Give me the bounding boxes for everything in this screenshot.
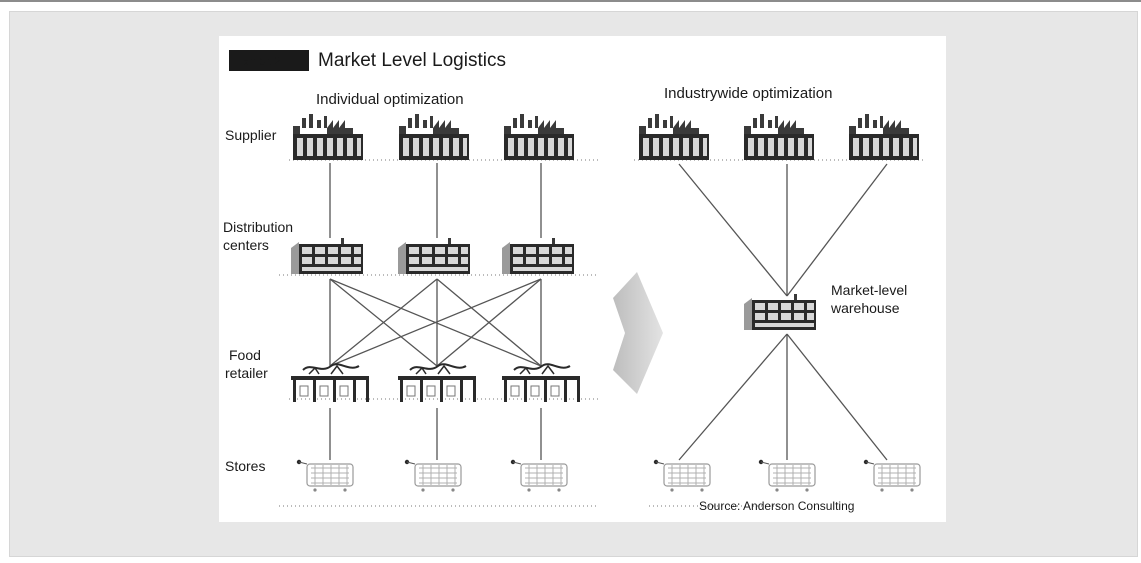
shopping-cart-icon [510, 459, 568, 493]
factory-icon [293, 114, 363, 160]
source-note: Source: Anderson Consulting [699, 499, 854, 513]
row-label-food: Food [229, 347, 261, 363]
exhibit-panel: Exhibit 2 Market Level Logistics Individ… [219, 36, 946, 522]
retail-store-icon [397, 363, 477, 403]
row-label-centers: centers [223, 237, 269, 253]
diagram-title: Market Level Logistics [318, 50, 506, 71]
exhibit-badge [229, 50, 309, 71]
distribution-center-icon [502, 238, 574, 274]
left-heading: Individual optimization [316, 91, 464, 108]
top-divider [0, 0, 1141, 2]
retail-store-icon [290, 363, 370, 403]
shopping-cart-icon [653, 459, 711, 493]
factory-icon [639, 114, 709, 160]
distribution-center-icon [291, 238, 363, 274]
warehouse-label-line2: warehouse [830, 300, 900, 316]
shopping-cart-icon [404, 459, 462, 493]
right-heading: Industrywide optimization [664, 85, 832, 102]
logistics-diagram: Exhibit 2 Market Level Logistics Individ… [223, 50, 924, 513]
market-warehouse-icon [744, 294, 816, 330]
factory-icon [849, 114, 919, 160]
factory-icon [504, 114, 574, 160]
factory-icon [399, 114, 469, 160]
distribution-center-icon [398, 238, 470, 274]
exhibit-badge-label: Exhibit 2 [235, 54, 281, 68]
retail-store-icon [501, 363, 581, 403]
shopping-cart-icon [863, 459, 921, 493]
shopping-cart-icon [296, 459, 354, 493]
row-label-distribution: Distribution [223, 219, 293, 235]
left-connectors [329, 163, 542, 460]
shopping-cart-icon [758, 459, 816, 493]
right-connectors [678, 163, 888, 461]
row-label-retailer: retailer [225, 365, 268, 381]
row-label-stores: Stores [225, 458, 265, 474]
factory-icon [744, 114, 814, 160]
warehouse-label-line1: Market-level [831, 282, 907, 298]
arrow-right-icon [613, 272, 663, 394]
row-label-supplier: Supplier [225, 127, 277, 143]
